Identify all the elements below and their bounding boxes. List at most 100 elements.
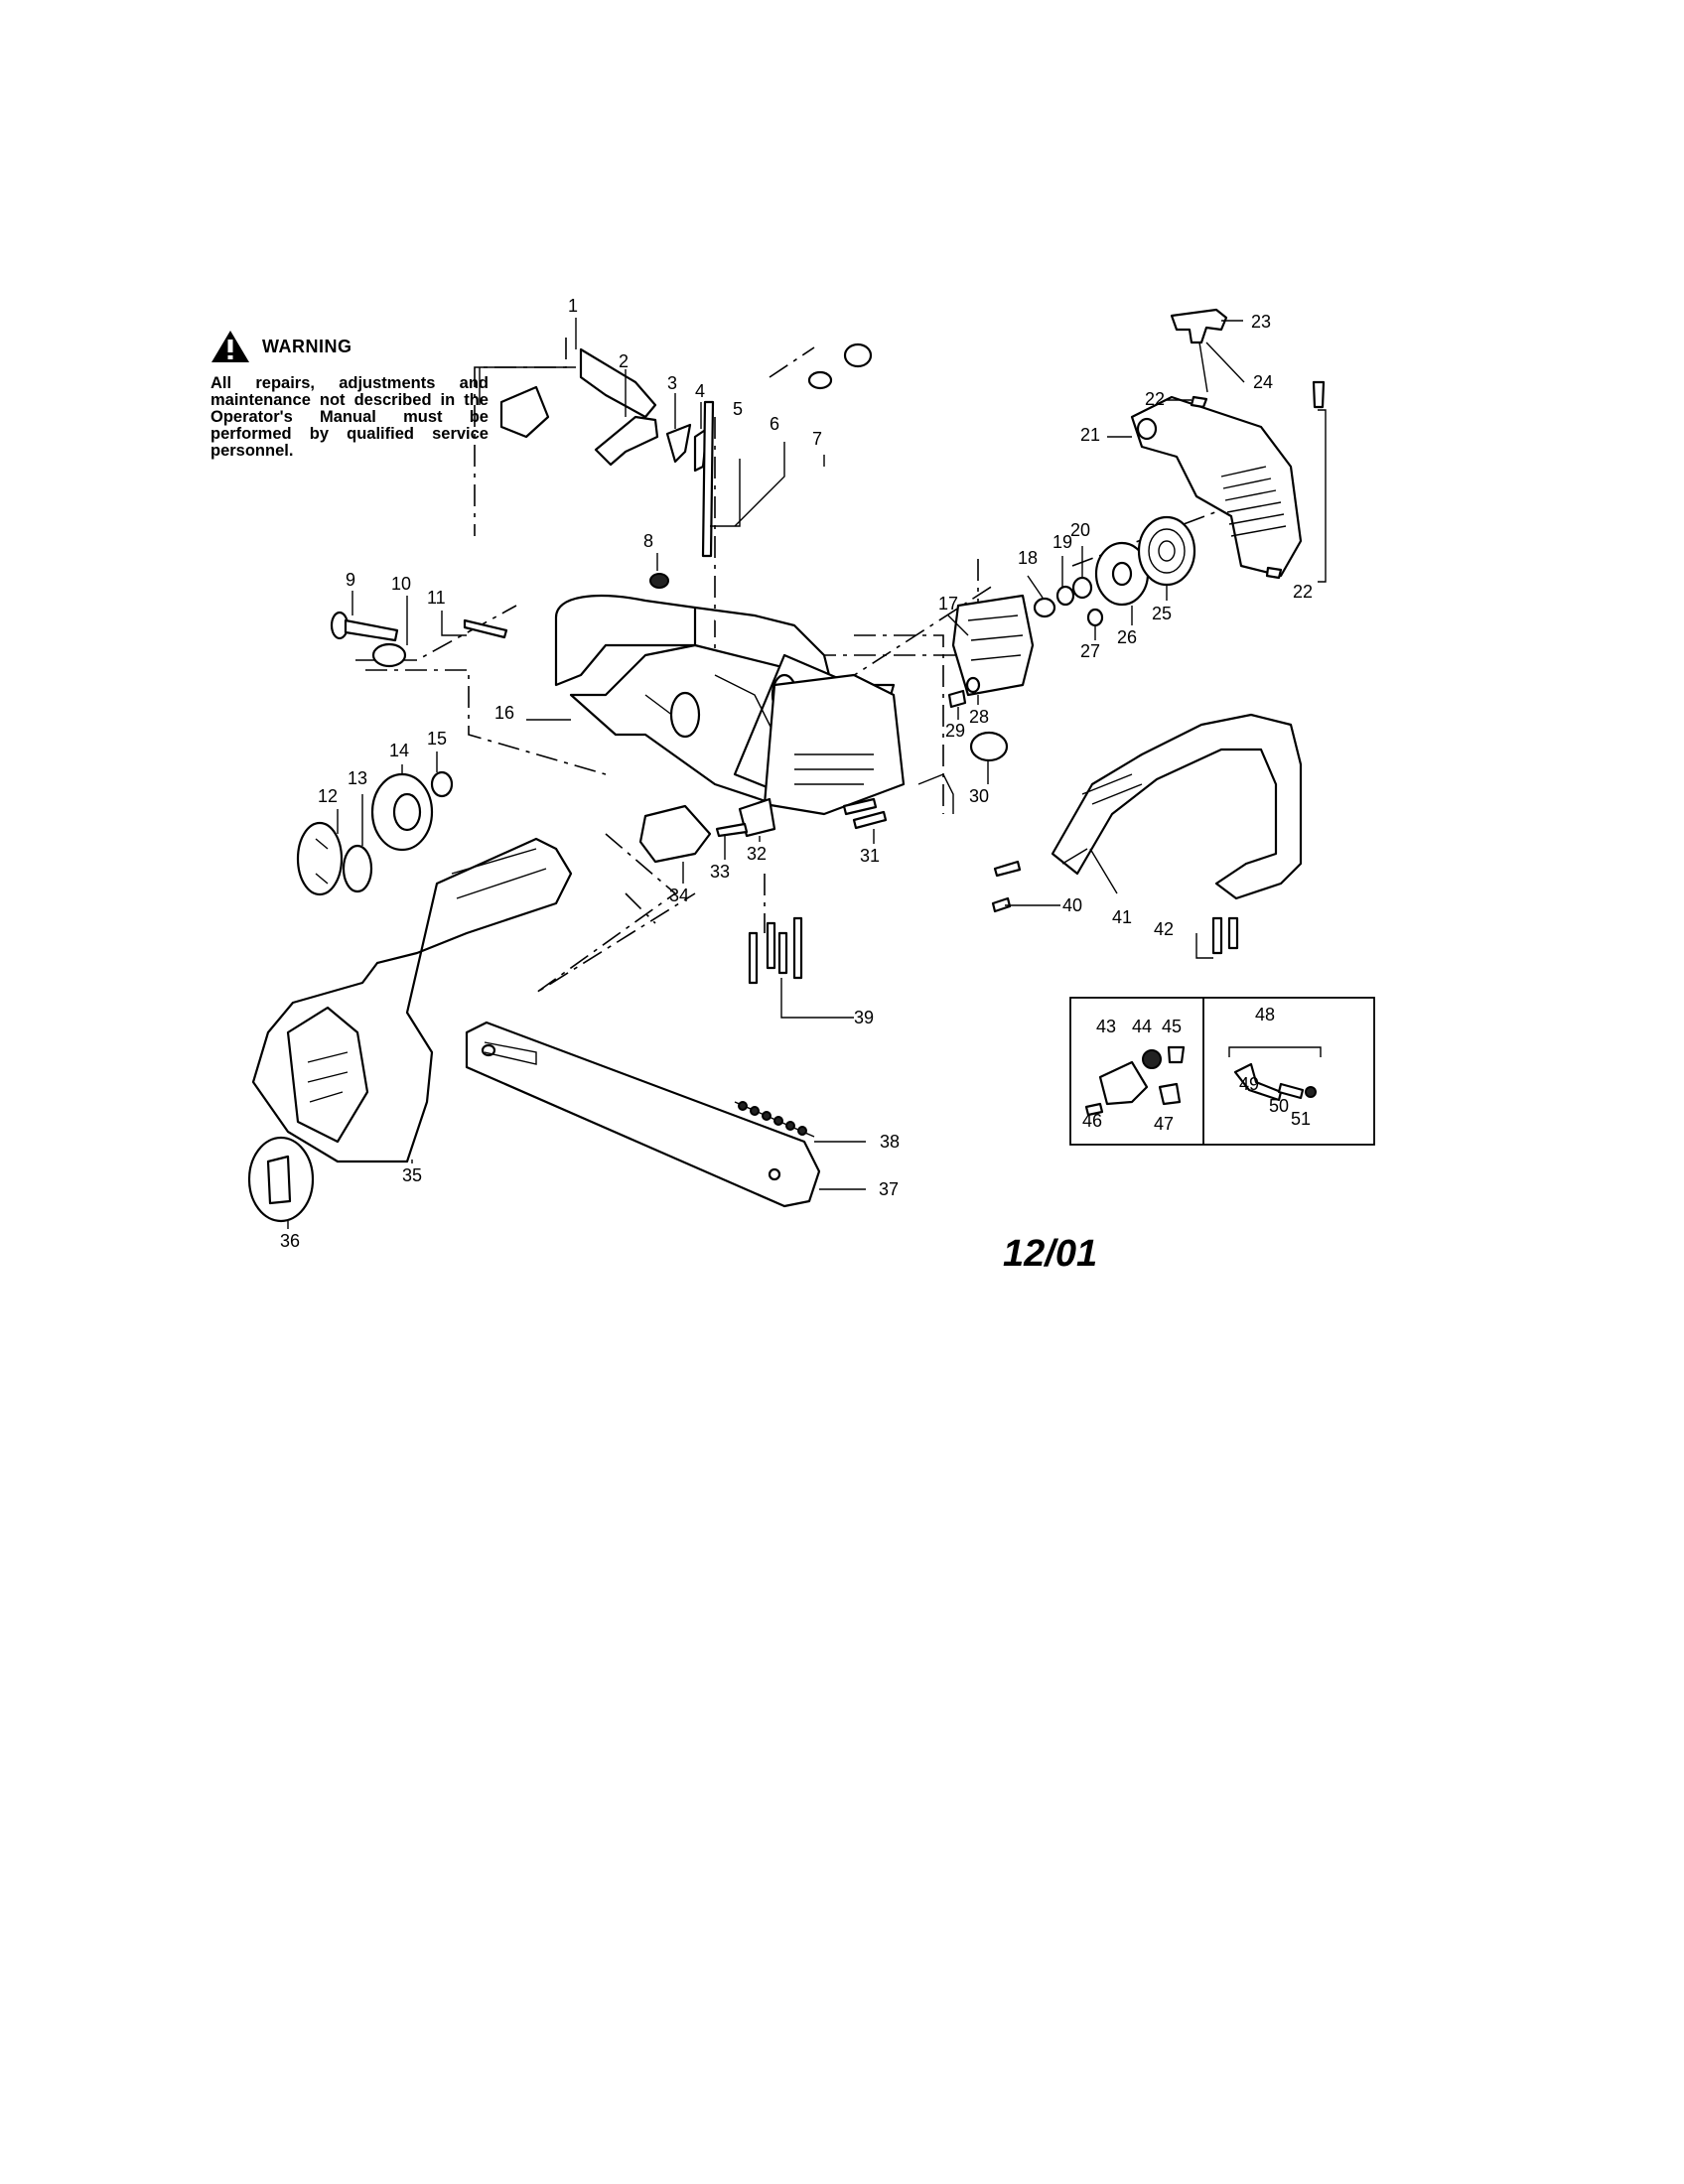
- part-oil-line-48-bracket: [1228, 1046, 1322, 1057]
- part-cover-cap-36: [247, 1136, 315, 1223]
- callout-25: 25: [1152, 604, 1172, 623]
- part-screw-22a: [1190, 395, 1208, 409]
- warning-triangle-icon: [211, 331, 249, 362]
- callout-45: 45: [1162, 1017, 1182, 1036]
- callout-19: 19: [1052, 532, 1072, 552]
- part-plug-47: [1158, 1082, 1182, 1106]
- part-spring-25: [1137, 515, 1196, 587]
- callout-38: 38: [880, 1132, 900, 1152]
- part-starter-cord-24: [1198, 341, 1208, 393]
- callout-21: 21: [1080, 425, 1100, 445]
- callout-33: 33: [710, 862, 730, 882]
- leader-lines: [287, 318, 1327, 1229]
- inset-box: [1069, 997, 1375, 1146]
- warning-title: WARNING: [262, 336, 352, 356]
- callout-40: 40: [1062, 895, 1082, 915]
- callout-15: 15: [427, 729, 447, 749]
- part-washer-20: [1071, 576, 1093, 600]
- callout-34: 34: [669, 886, 689, 905]
- warning-header: WARNING: [210, 330, 489, 363]
- part-starter-grip-23: [1170, 308, 1228, 344]
- warning-box: WARNING All repairs, adjustments and mai…: [210, 330, 489, 460]
- part-screw-33: [715, 822, 749, 838]
- part-pin-9: [330, 611, 399, 642]
- callout-35: 35: [402, 1165, 422, 1185]
- part-clip-3: [665, 423, 692, 464]
- part-grommet-8: [649, 573, 669, 589]
- part-handle-cover: [499, 347, 657, 439]
- part-clutch-drum-14: [370, 772, 434, 852]
- part-bolt-42b: [1227, 916, 1239, 950]
- callout-49: 49: [1239, 1074, 1259, 1094]
- callout-22a: 22: [1145, 389, 1165, 409]
- part-starter-housing-21: [1130, 395, 1303, 578]
- callout-11: 11: [427, 588, 446, 608]
- part-bolt-42a: [1211, 916, 1223, 955]
- callout-3: 3: [667, 373, 677, 393]
- part-fuel-cap: [807, 342, 873, 390]
- part-pin-11: [463, 618, 508, 639]
- callout-24: 24: [1253, 372, 1273, 392]
- callout-44: 44: [1132, 1017, 1152, 1036]
- callout-32: 32: [747, 844, 767, 864]
- part-filter-51: [1305, 1086, 1317, 1098]
- part-flywheel-17: [951, 594, 1056, 697]
- callout-30: 30: [969, 786, 989, 806]
- callout-23: 23: [1251, 312, 1271, 332]
- callout-50: 50: [1269, 1096, 1289, 1116]
- callout-14: 14: [389, 741, 409, 760]
- callout-numbers: 1 2 3 4 5 6 7 8 9 10 11 12 13 14 15 16 1…: [280, 296, 1313, 1251]
- part-plate-34: [638, 804, 712, 864]
- callout-12: 12: [318, 786, 338, 806]
- part-washer-15: [430, 770, 454, 798]
- callout-10: 10: [391, 574, 411, 594]
- part-washer-19: [1055, 585, 1075, 607]
- callout-29: 29: [945, 721, 965, 741]
- callout-28: 28: [969, 707, 989, 727]
- callout-41: 41: [1112, 907, 1132, 927]
- part-chain-38: [734, 1101, 815, 1138]
- callout-20: 20: [1070, 520, 1090, 540]
- part-screw-40: [991, 896, 1012, 913]
- callout-46: 46: [1082, 1111, 1102, 1131]
- callout-36: 36: [280, 1231, 300, 1251]
- callout-16: 16: [494, 703, 514, 723]
- part-throttle-lockout: [594, 415, 659, 467]
- part-oil-pump-43: [1098, 1060, 1149, 1106]
- part-bolts-39: [748, 916, 803, 985]
- part-gear-44: [1142, 1049, 1162, 1069]
- part-29: [947, 689, 967, 709]
- callout-8: 8: [643, 531, 653, 551]
- part-28: [965, 676, 981, 694]
- callout-39: 39: [854, 1008, 874, 1027]
- callout-4: 4: [695, 381, 705, 401]
- part-clutch-12: [296, 821, 344, 896]
- callout-43: 43: [1096, 1017, 1116, 1036]
- callout-22b: 22: [1293, 582, 1313, 602]
- callout-18: 18: [1018, 548, 1038, 568]
- part-front-handle-41: [1051, 713, 1303, 900]
- part-screw-31b: [852, 810, 888, 830]
- part-screw-40b: [993, 860, 1022, 878]
- part-nut-10: [371, 642, 407, 668]
- part-washer-13: [342, 844, 373, 893]
- callout-9: 9: [346, 570, 355, 590]
- part-rod-5: [701, 400, 715, 558]
- callout-7: 7: [812, 429, 822, 449]
- callout-2: 2: [619, 351, 629, 371]
- part-clip-45: [1167, 1045, 1186, 1064]
- callout-27: 27: [1080, 641, 1100, 661]
- callout-6: 6: [770, 414, 779, 434]
- part-screw-22c: [1265, 566, 1283, 580]
- callout-48: 48: [1255, 1005, 1275, 1024]
- callout-37: 37: [879, 1179, 899, 1199]
- callout-5: 5: [733, 399, 743, 419]
- warning-text: All repairs, adjustments and maintenance…: [210, 374, 489, 460]
- part-side-cover-35: [251, 837, 573, 1163]
- callout-51: 51: [1291, 1109, 1311, 1129]
- date-code: 12/01: [1003, 1233, 1098, 1275]
- part-screw-22b: [1312, 380, 1326, 409]
- part-nut-27: [1086, 608, 1104, 627]
- part-spark-plug-30: [917, 731, 1009, 814]
